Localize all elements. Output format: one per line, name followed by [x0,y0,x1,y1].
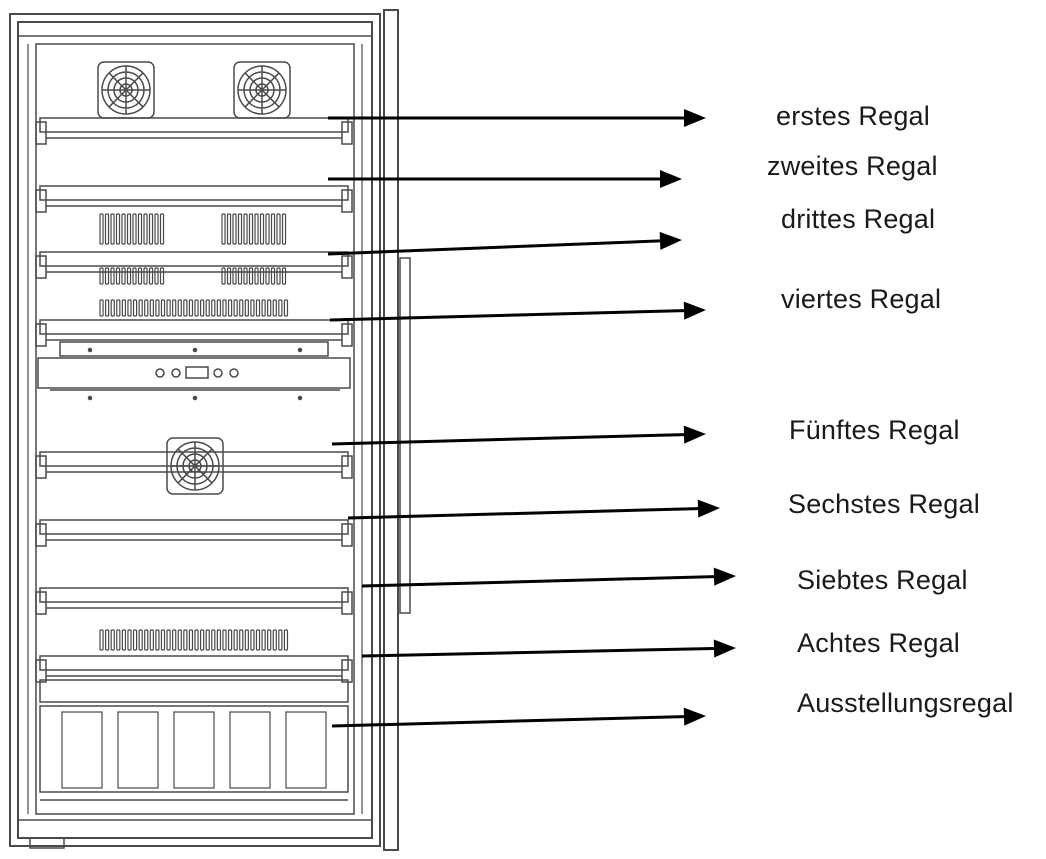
shelf-5 [35,451,353,479]
bottle-slot [285,711,327,789]
shelf-6 [35,519,353,547]
label-erstes-regal: erstes Regal [776,101,930,131]
arrow-9 [331,707,706,728]
fan-left [97,61,155,119]
label-ausstellungsregal: Ausstellungsregal [797,688,1014,718]
arrow-7 [361,567,736,588]
arrow-8 [361,639,736,658]
label-achtes-regal: Achtes Regal [797,628,960,658]
bottle-slots [61,711,327,789]
bottle-slot [173,711,215,789]
arrow-3 [327,231,682,256]
shelves [35,117,353,683]
label-fuenftes-regal: Fünftes Regal [789,415,960,445]
shelf-1 [35,117,353,145]
shelf-3 [35,251,353,279]
arrow-2 [328,170,682,188]
shelf-2 [35,185,353,213]
shelf-7 [35,587,353,615]
arrow-5 [331,425,706,446]
shelf-4 [35,319,353,347]
label-viertes-regal: viertes Regal [781,284,942,314]
label-siebtes-regal: Siebtes Regal [797,565,968,595]
top-fans [97,61,291,495]
arrow-1 [328,109,706,127]
vents [99,213,289,651]
bottle-slot [61,711,103,789]
arrow-6 [347,499,720,520]
cabinet-body [9,13,381,849]
shelf-8 [35,655,353,683]
door-edge [383,9,411,851]
arrows [327,109,736,728]
label-sechstes-regal: Sechstes Regal [788,489,980,519]
bottle-slot [229,711,271,789]
label-zweites-regal: zweites Regal [767,151,938,181]
label-drittes-regal: drittes Regal [781,204,936,234]
display-shelf [39,679,349,801]
control-panel [37,341,351,391]
arrow-4 [329,301,706,322]
fan-right [233,61,291,119]
bottle-slot [117,711,159,789]
